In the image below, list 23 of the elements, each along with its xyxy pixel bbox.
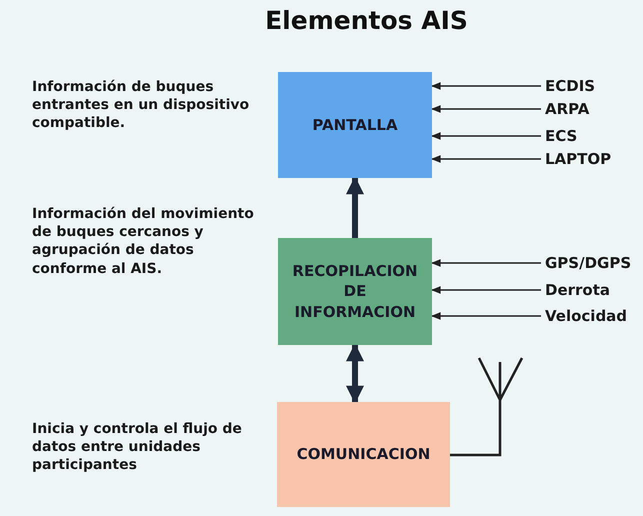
- description-text: Información de buques entrantes en un dispositivo compatible.: [32, 78, 250, 133]
- arrow: [431, 155, 541, 163]
- arrow: [346, 343, 364, 404]
- description-text: Información del movimiento de buques cercanos y agrupación de datos conforme al AIS.: [32, 205, 255, 278]
- arrow: [431, 105, 541, 113]
- communication-box: COMUNICACION: [277, 402, 450, 507]
- input-source-label: ECS: [545, 127, 578, 145]
- arrow: [431, 259, 541, 267]
- input-source-label: ECDIS: [545, 77, 596, 95]
- input-source-label: LAPTOP: [545, 150, 612, 168]
- arrow: [431, 132, 541, 140]
- processing-box: RECOPILACION DE INFORMACION: [278, 238, 432, 345]
- input-source-label: GPS/DGPS: [545, 254, 632, 272]
- display-box: PANTALLA: [278, 72, 432, 178]
- description-text: Inicia y controla el flujo de datos entre unidades participantes: [32, 420, 243, 475]
- input-source-label: Derrota: [545, 281, 610, 299]
- arrow: [431, 82, 541, 90]
- input-source-label: Velocidad: [545, 307, 628, 325]
- arrow: [431, 286, 541, 294]
- arrow: [431, 312, 541, 320]
- arrow: [346, 176, 364, 238]
- title: Elementos AIS: [264, 6, 469, 35]
- input-source-label: ARPA: [545, 100, 590, 118]
